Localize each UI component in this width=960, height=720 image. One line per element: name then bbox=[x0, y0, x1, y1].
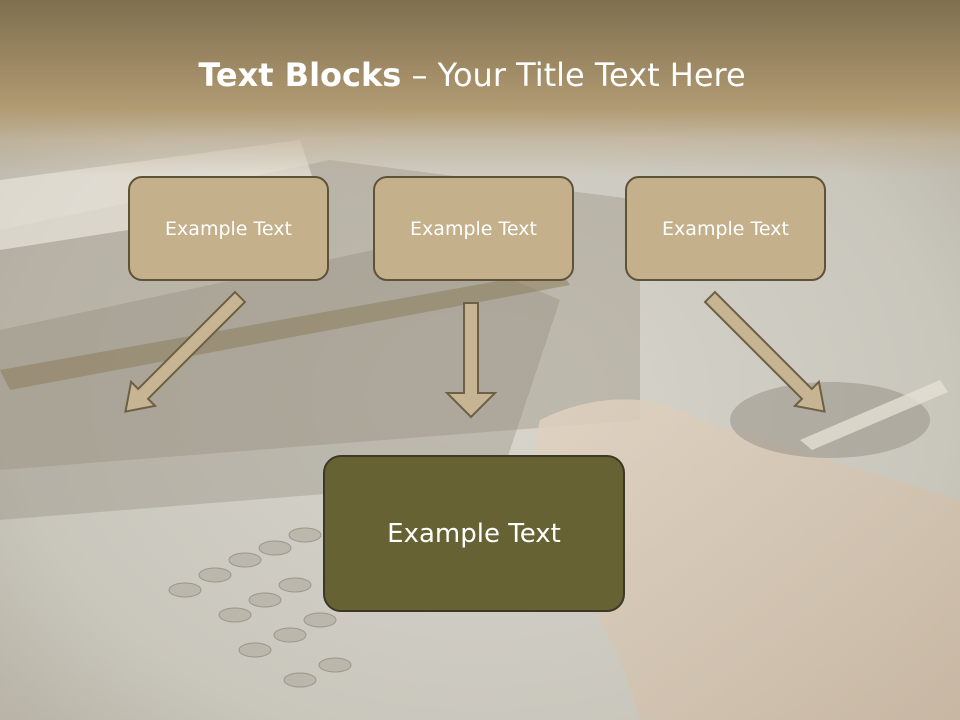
title-bold: Text Blocks bbox=[198, 56, 402, 94]
text-block-1-label: Example Text bbox=[165, 217, 292, 240]
text-block-2[interactable]: Example Text bbox=[373, 176, 574, 281]
text-block-2-label: Example Text bbox=[410, 217, 537, 240]
text-block-3-label: Example Text bbox=[662, 217, 789, 240]
title-rest: Your Title Text Here bbox=[437, 56, 746, 94]
title-dash: – bbox=[401, 56, 438, 94]
slide-title: Text Blocks – Your Title Text Here bbox=[0, 52, 944, 98]
title-band bbox=[0, 0, 960, 175]
arrow-right bbox=[703, 290, 826, 413]
arrow-center bbox=[444, 302, 498, 419]
target-block-label: Example Text bbox=[387, 518, 561, 549]
text-block-3[interactable]: Example Text bbox=[625, 176, 826, 281]
text-block-1[interactable]: Example Text bbox=[128, 176, 329, 281]
arrow-left bbox=[124, 290, 247, 413]
target-block[interactable]: Example Text bbox=[323, 455, 625, 612]
